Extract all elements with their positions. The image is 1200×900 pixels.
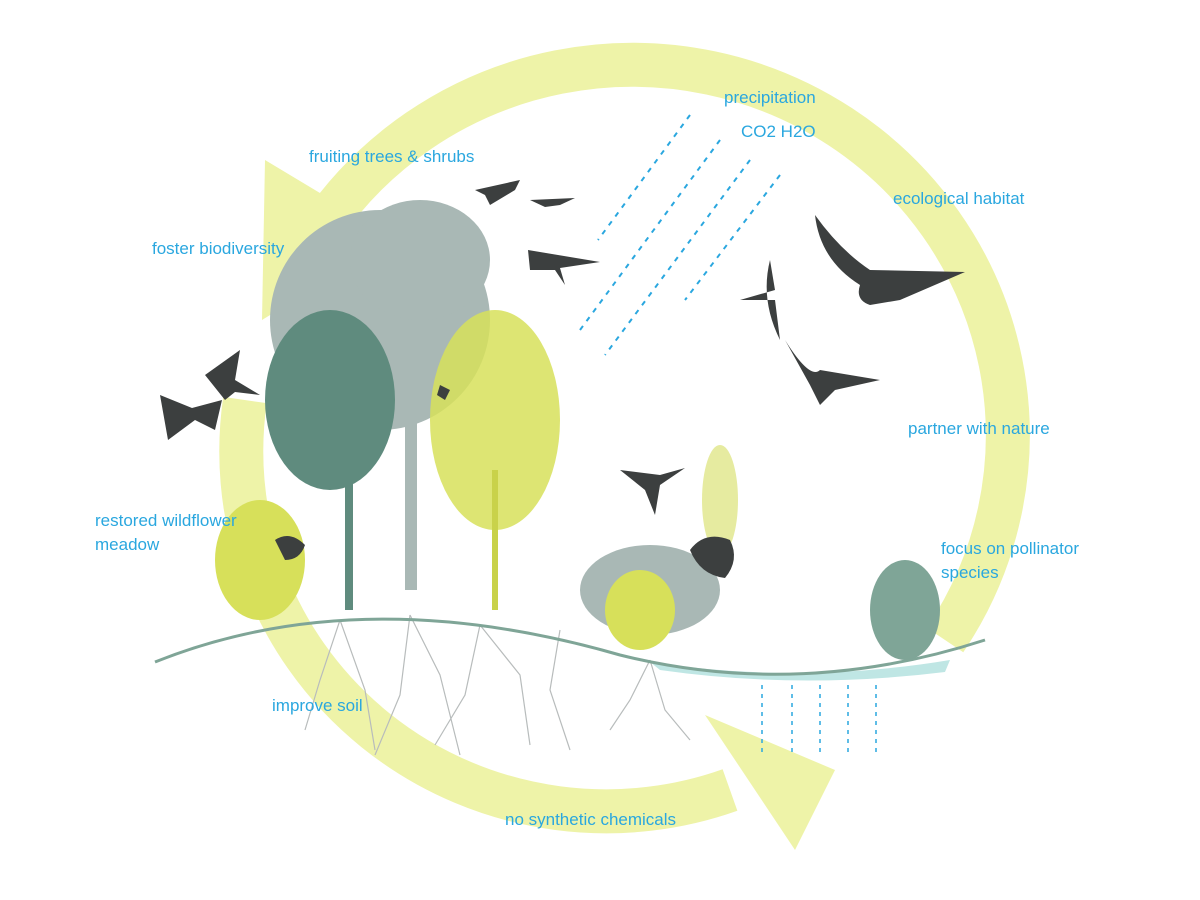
arrowhead-bottom xyxy=(705,715,835,850)
bee-icon xyxy=(690,536,734,578)
label-precipitation: precipitation xyxy=(724,88,816,107)
precipitation-lines xyxy=(579,114,781,356)
cycle-arrow-top xyxy=(301,42,1030,653)
label-wildflower-line1: restored wildflower xyxy=(95,511,237,530)
animals xyxy=(160,180,965,578)
ground-line xyxy=(154,617,986,676)
dragonfly-2-icon xyxy=(528,250,600,285)
trees xyxy=(215,200,940,660)
small-insect-icon xyxy=(437,385,450,400)
hawk-icon xyxy=(815,215,965,305)
infiltration-lines xyxy=(761,685,877,755)
hummingbird-icon xyxy=(620,468,685,515)
butterfly-icon xyxy=(160,395,222,440)
label-no-chemicals: no synthetic chemicals xyxy=(505,810,677,829)
moth-icon xyxy=(530,198,575,207)
roots xyxy=(304,614,691,756)
label-fruiting-trees: fruiting trees & shrubs xyxy=(309,147,475,166)
label-pollinator-line1: focus on pollinator xyxy=(941,539,1079,558)
bee-left-icon xyxy=(275,536,305,560)
label-pollinator-line2: species xyxy=(941,563,999,582)
label-ecological-habitat: ecological habitat xyxy=(893,189,1025,208)
swallow-icon xyxy=(740,260,780,340)
dragonfly-icon xyxy=(475,180,520,205)
label-foster-biodiversity: foster biodiversity xyxy=(152,239,285,258)
water-pond xyxy=(650,660,950,681)
label-wildflower-line2: meadow xyxy=(95,535,160,554)
swallow-left-icon xyxy=(205,350,260,400)
label-improve-soil: improve soil xyxy=(272,696,363,715)
label-co2-h2o: CO2 H2O xyxy=(741,122,816,141)
bird-icon xyxy=(785,340,880,405)
label-partner-nature: partner with nature xyxy=(908,419,1050,438)
